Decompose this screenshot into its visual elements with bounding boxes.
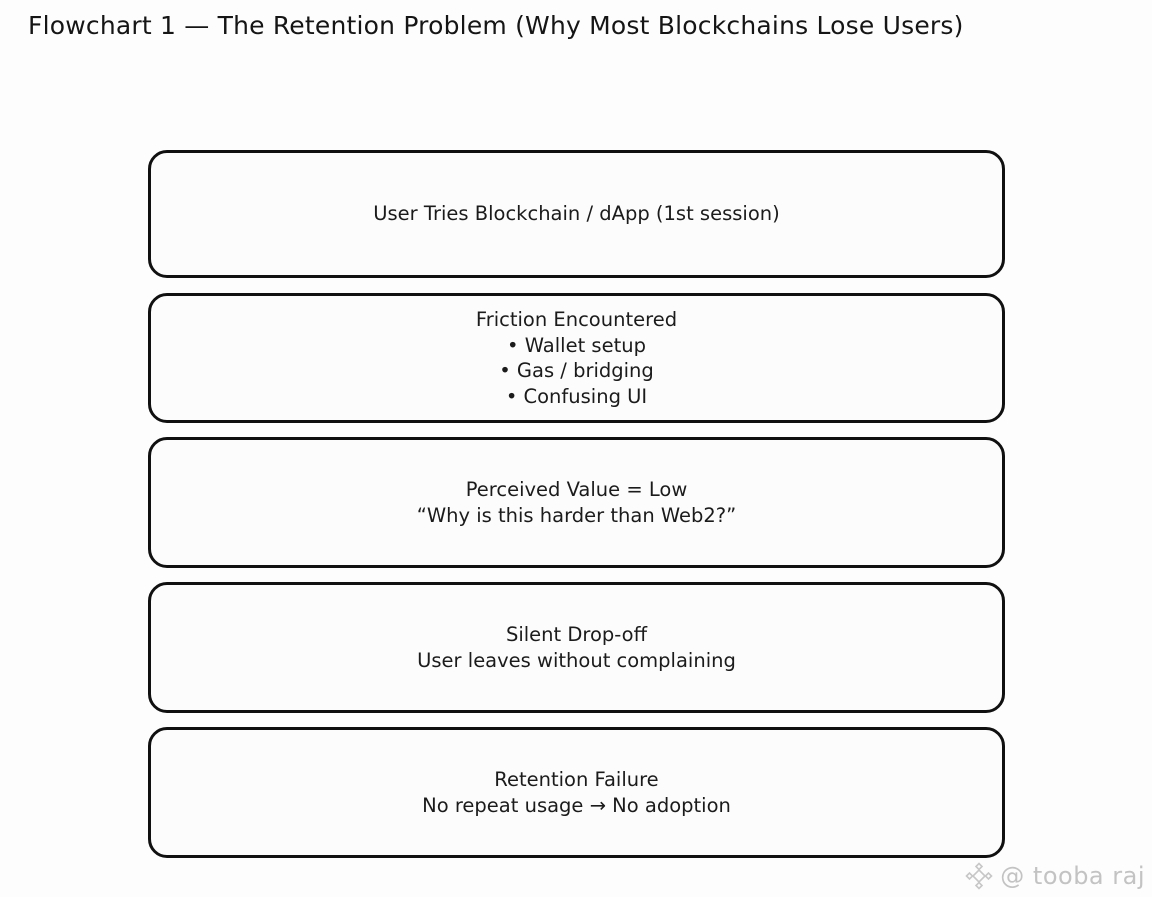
box-bullet: • Gas / bridging — [499, 359, 654, 382]
box-heading: Silent Drop-off — [505, 623, 648, 646]
box-bullet: • Wallet setup — [507, 333, 646, 357]
flow-box-retention-failure: Retention Failure No repeat usage → No a… — [148, 727, 1005, 858]
flow-box-first-session: User Tries Blockchain / dApp (1st sessio… — [148, 150, 1005, 278]
box-heading: Perceived Value = Low — [465, 478, 688, 501]
page-title: Flowchart 1 — The Retention Problem (Why… — [28, 11, 964, 40]
box-bullet: • Confusing UI — [505, 384, 648, 408]
diamond-ornament-icon — [964, 861, 994, 891]
flow-box-friction: Friction Encountered • Wallet setup • Ga… — [148, 293, 1005, 423]
flow-box-perceived-value: Perceived Value = Low “Why is this harde… — [148, 437, 1005, 568]
box-heading: Retention Failure — [494, 768, 659, 791]
watermark-text: @ tooba raj — [1000, 862, 1145, 890]
box-heading: Friction Encountered — [475, 308, 678, 331]
watermark: @ tooba raj — [964, 861, 1145, 891]
box-subtext: “Why is this harder than Web2?” — [416, 503, 737, 527]
box-subtext: User leaves without complaining — [417, 648, 736, 672]
flow-box-silent-dropoff: Silent Drop-off User leaves without comp… — [148, 582, 1005, 713]
box-subtext: No repeat usage → No adoption — [422, 793, 731, 817]
box-line: User Tries Blockchain / dApp (1st sessio… — [373, 202, 780, 226]
